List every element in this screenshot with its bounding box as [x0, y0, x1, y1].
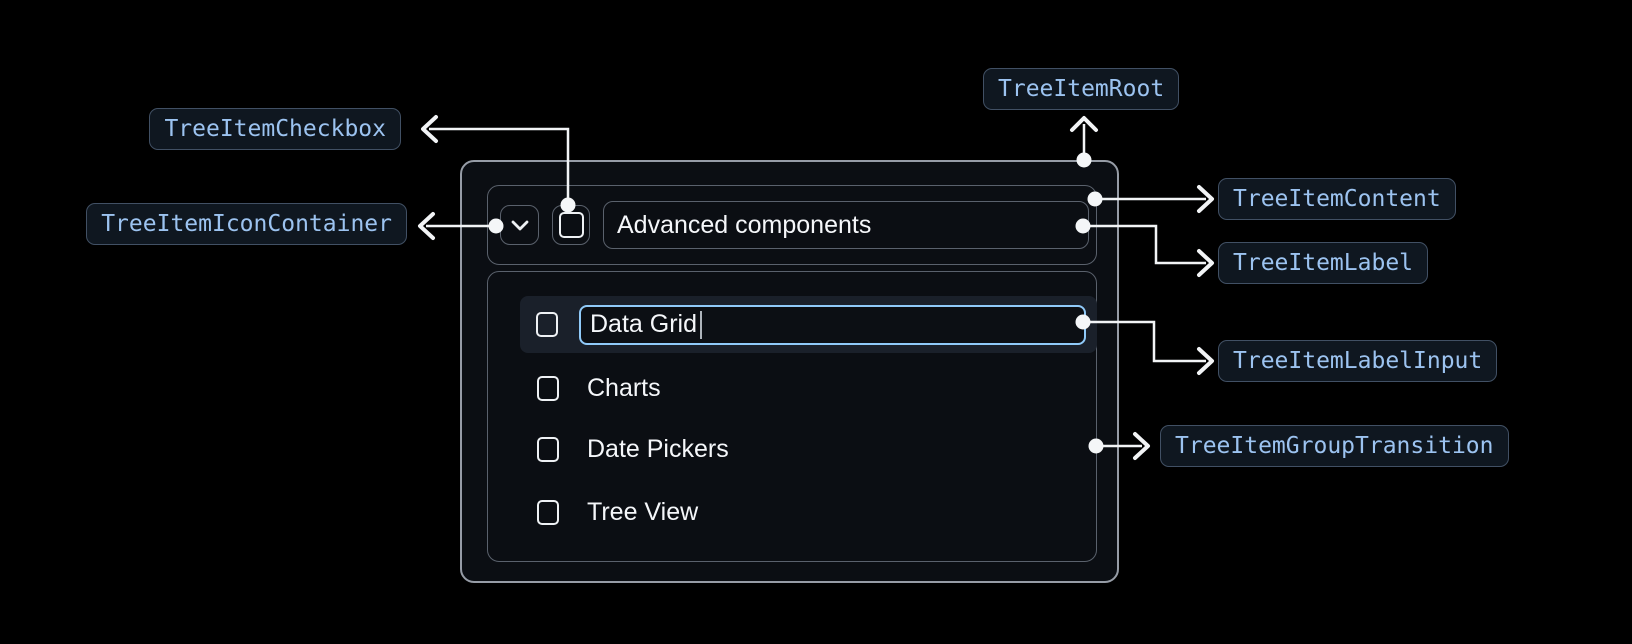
arrowhead-up-icon: [1070, 116, 1098, 132]
badge-tree-item-content: TreeItemContent: [1218, 178, 1456, 220]
checkbox-unchecked-icon[interactable]: [537, 499, 559, 525]
badge-tree-item-checkbox: TreeItemCheckbox: [149, 108, 401, 150]
tree-item-label: Date Pickers: [587, 434, 729, 463]
tree-row-editing[interactable]: Data Grid: [520, 296, 1097, 353]
tree-row[interactable]: Tree View: [488, 484, 1096, 541]
parent-item-label: Advanced components: [617, 210, 872, 239]
chevron-down-icon: [511, 220, 528, 230]
badge-tree-item-group-transition: TreeItemGroupTransition: [1160, 425, 1509, 467]
tree-row[interactable]: Charts: [488, 360, 1096, 417]
checkbox-unchecked-icon[interactable]: [537, 436, 559, 462]
badge-tree-item-root: TreeItemRoot: [983, 68, 1180, 110]
label-input-value: Data Grid: [590, 310, 697, 338]
tree-item-label: Charts: [587, 373, 661, 402]
checkbox-unchecked-icon[interactable]: [536, 312, 558, 337]
text-caret: [699, 310, 702, 339]
checkbox-unchecked-icon[interactable]: [537, 375, 559, 401]
badge-tree-item-label-input: TreeItemLabelInput: [1218, 340, 1498, 382]
tree-item-label[interactable]: Advanced components: [603, 201, 1089, 249]
tree-item-content[interactable]: Advanced components: [487, 185, 1097, 265]
tree-item-checkbox-container[interactable]: [552, 205, 590, 245]
tree-item-icon-container[interactable]: [500, 205, 539, 245]
badge-tree-item-icon-container: TreeItemIconContainer: [86, 203, 407, 245]
tree-row[interactable]: Date Pickers: [488, 421, 1096, 478]
tree-item-label: Tree View: [587, 497, 699, 526]
tree-item-group-transition: Data Grid Charts Date Pickers Tree View: [487, 271, 1097, 562]
arrowhead-left-icon: [421, 115, 438, 143]
arrowhead-right-icon: [1197, 185, 1214, 213]
arrowhead-right-icon: [1197, 347, 1214, 375]
arrowhead-left-icon: [418, 212, 435, 240]
arrowhead-right-icon: [1133, 432, 1150, 460]
tree-item-label-input[interactable]: Data Grid: [579, 304, 1086, 345]
arrowhead-right-icon: [1197, 249, 1214, 277]
badge-tree-item-label: TreeItemLabel: [1218, 242, 1429, 284]
tree-item-root: Advanced components Data Grid Charts Dat…: [460, 160, 1119, 583]
checkbox-unchecked-icon[interactable]: [558, 212, 584, 238]
